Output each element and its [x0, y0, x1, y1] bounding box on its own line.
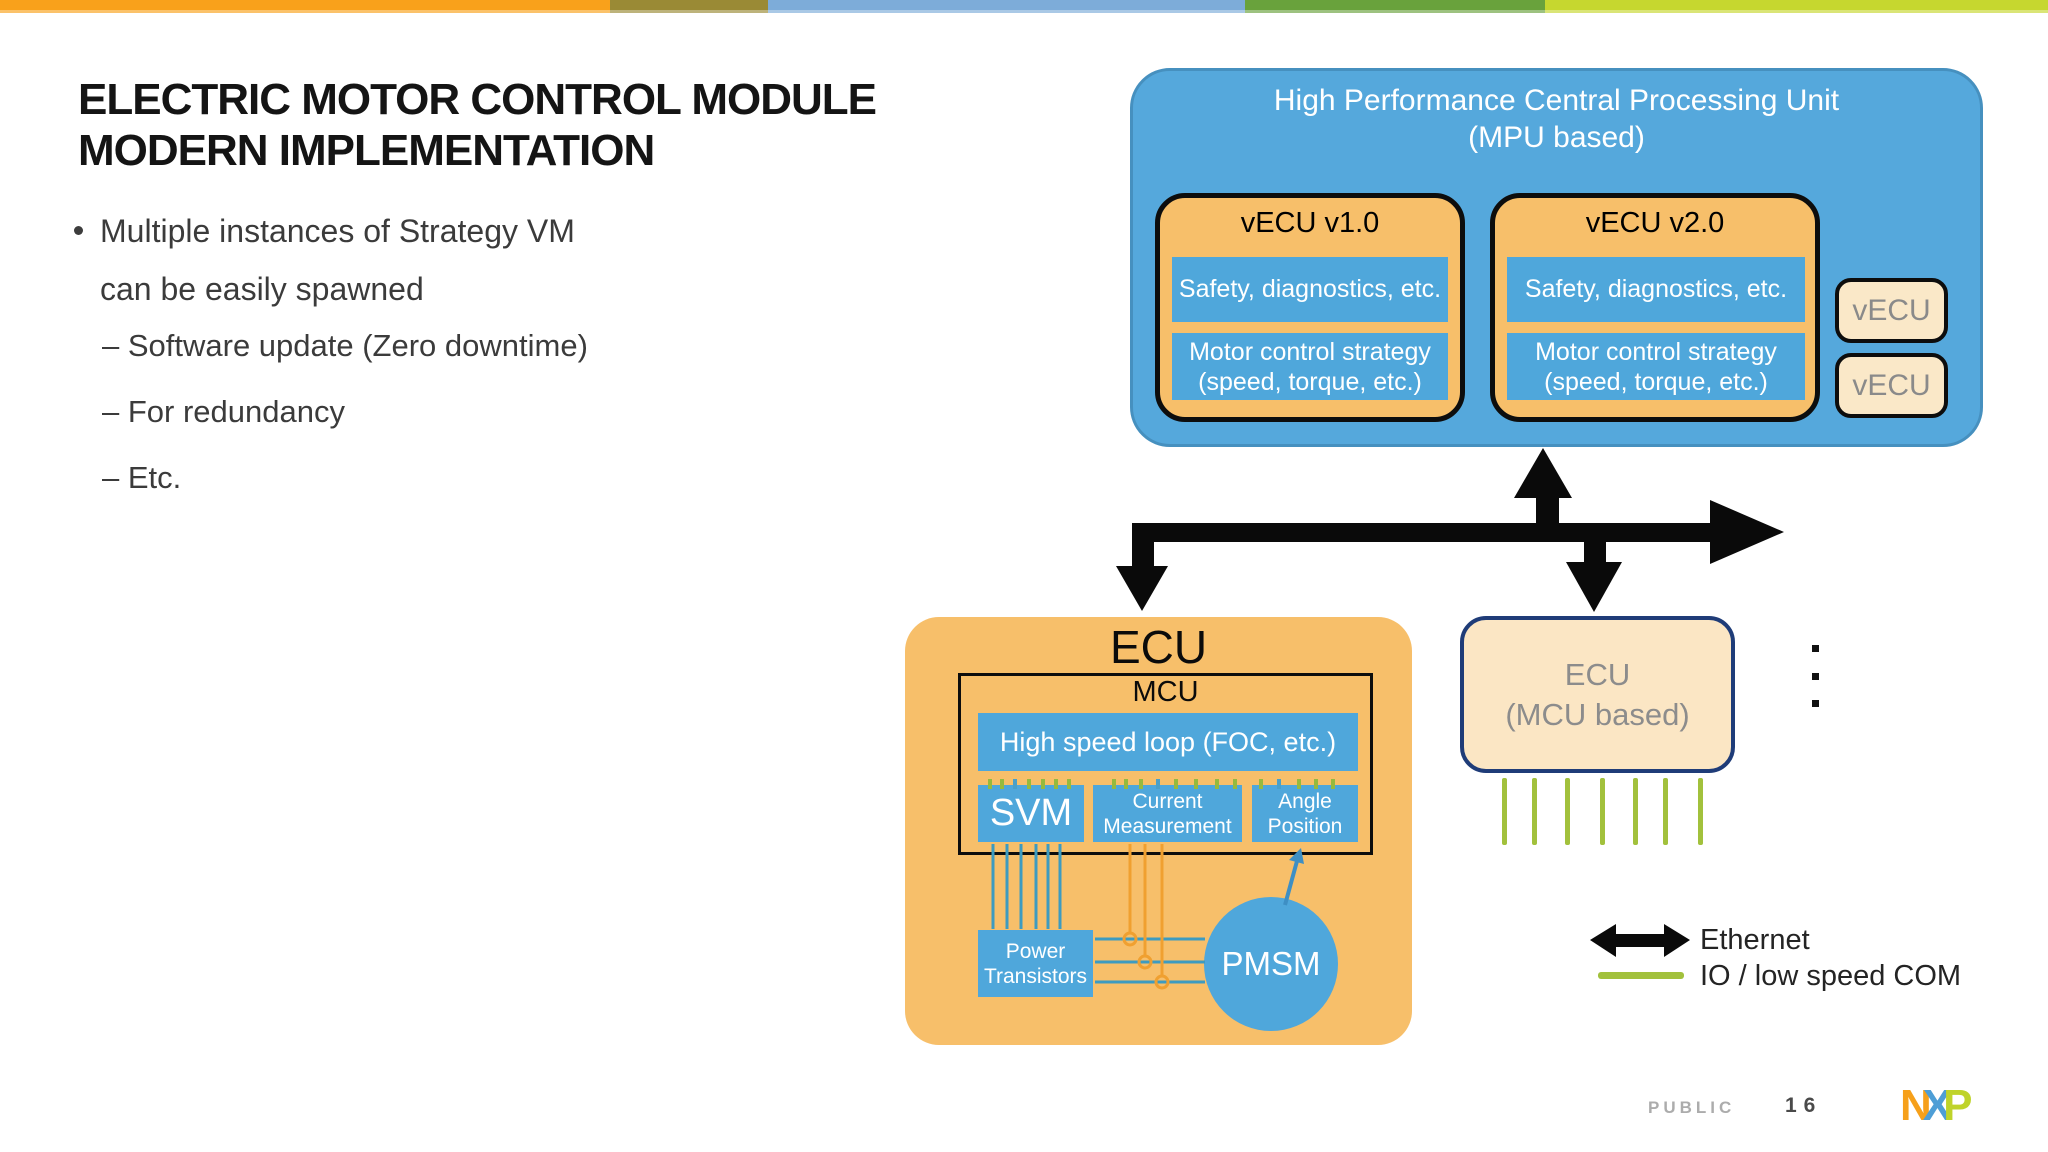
page-title-line1: ELECTRIC MOTOR CONTROL MODULE: [78, 75, 877, 124]
nxp-logo-p: P: [1943, 1081, 1971, 1130]
small-vecu-1: vECU: [1835, 278, 1948, 343]
angle-position-line2: Position: [1267, 814, 1343, 838]
high-speed-loop-box: High speed loop (FOC, etc.): [978, 713, 1358, 771]
bullet-main-line1: Multiple instances of Strategy VM: [100, 213, 575, 249]
bar-segment-lime: [1545, 0, 2048, 13]
svg-text:NXP: NXP: [1900, 1081, 1971, 1130]
vecu-v1-motor-box: Motor control strategy (speed, torque, e…: [1172, 333, 1448, 400]
vecu-v1-title: vECU v1.0: [1240, 207, 1380, 239]
current-measurement-line2: Measurement: [1103, 814, 1232, 838]
power-transistors-box: Power Transistors: [978, 930, 1093, 997]
vecu-v1-motor-line1: Motor control strategy: [1189, 337, 1431, 366]
ethernet-down-left-arrowhead: [1116, 566, 1168, 611]
current-measurement-line1: Current: [1132, 789, 1203, 813]
nxp-logo: NXP: [1900, 1081, 1976, 1130]
vecu-v1-safety-box: Safety, diagnostics, etc.: [1172, 257, 1448, 322]
mpu-title-line2: (MPU based): [1468, 121, 1645, 154]
footer-classification: PUBLIC: [1648, 1098, 1736, 1117]
ecu-mcu-based-line1: ECU: [1564, 656, 1631, 692]
bullet-main-line2: can be easily spawned: [100, 271, 424, 307]
bullet-dot: [74, 226, 83, 235]
ethernet-trunk-arrow: [1116, 448, 1784, 612]
svm-box: SVM: [978, 785, 1084, 842]
bar-segment-orange: [0, 0, 610, 13]
ethernet-up-arrowhead: [1514, 448, 1572, 498]
vecu-v2-motor-line1: Motor control strategy: [1535, 337, 1777, 366]
legend-io-line-icon: [1598, 972, 1684, 979]
vecu-v1-motor-line2: (speed, torque, etc.): [1198, 367, 1422, 396]
bar-segment-blue: [768, 0, 1245, 13]
vecu-v2-safety-box: Safety, diagnostics, etc.: [1507, 257, 1805, 322]
page-title: ELECTRIC MOTOR CONTROL MODULE MODERN IMP…: [78, 74, 877, 176]
vecu-v2-motor-box: Motor control strategy (speed, torque, e…: [1507, 333, 1805, 400]
bar-segment-green: [1245, 0, 1545, 13]
page-title-line2: MODERN IMPLEMENTATION: [78, 126, 655, 175]
legend-ethernet-label: Ethernet: [1700, 924, 1810, 956]
legend-io-label: IO / low speed COM: [1700, 960, 1962, 992]
small-vecu-2: vECU: [1835, 353, 1948, 418]
power-transistors-line2: Transistors: [983, 964, 1088, 988]
bullet-sub-1: – Software update (Zero downtime): [102, 328, 588, 363]
mcu-title: MCU: [1132, 676, 1199, 708]
ethernet-down-right-arrowhead: [1566, 562, 1622, 612]
power-transistors-line1: Power: [1005, 939, 1066, 963]
footer-page-number: 16: [1785, 1094, 1823, 1117]
angle-position-box: Angle Position: [1252, 785, 1358, 842]
ellipsis-dot: [1812, 673, 1819, 680]
vecu-v2-title: vECU v2.0: [1585, 207, 1725, 239]
ecu-mcu-based-line2: (MCU based): [1505, 696, 1690, 732]
legend-ethernet-arrow-icon: [1590, 924, 1690, 957]
ethernet-right-arrowhead: [1710, 500, 1784, 564]
io-lines: [1502, 778, 1703, 845]
current-measurement-box: Current Measurement: [1093, 785, 1242, 842]
bullet-sub-2: – For redundancy: [102, 394, 345, 429]
bar-segment-olive: [610, 0, 768, 13]
mpu-title: High Performance Central Processing Unit…: [1130, 82, 1983, 156]
bullet-sub-3: – Etc.: [102, 460, 182, 495]
mcu-box: [958, 673, 1373, 855]
mpu-title-line1: High Performance Central Processing Unit: [1273, 84, 1840, 117]
ecu-mcu-based-box: ECU (MCU based): [1460, 616, 1735, 773]
ellipsis-dot: [1812, 700, 1819, 707]
angle-position-line1: Angle: [1278, 789, 1332, 813]
ellipsis-dot: [1812, 645, 1819, 652]
vecu-v2-motor-line2: (speed, torque, etc.): [1544, 367, 1768, 396]
ecu-title: ECU: [1109, 621, 1208, 673]
bullet-main: Multiple instances of Strategy VM can be…: [100, 202, 575, 318]
pmsm-circle: PMSM: [1204, 897, 1338, 1031]
